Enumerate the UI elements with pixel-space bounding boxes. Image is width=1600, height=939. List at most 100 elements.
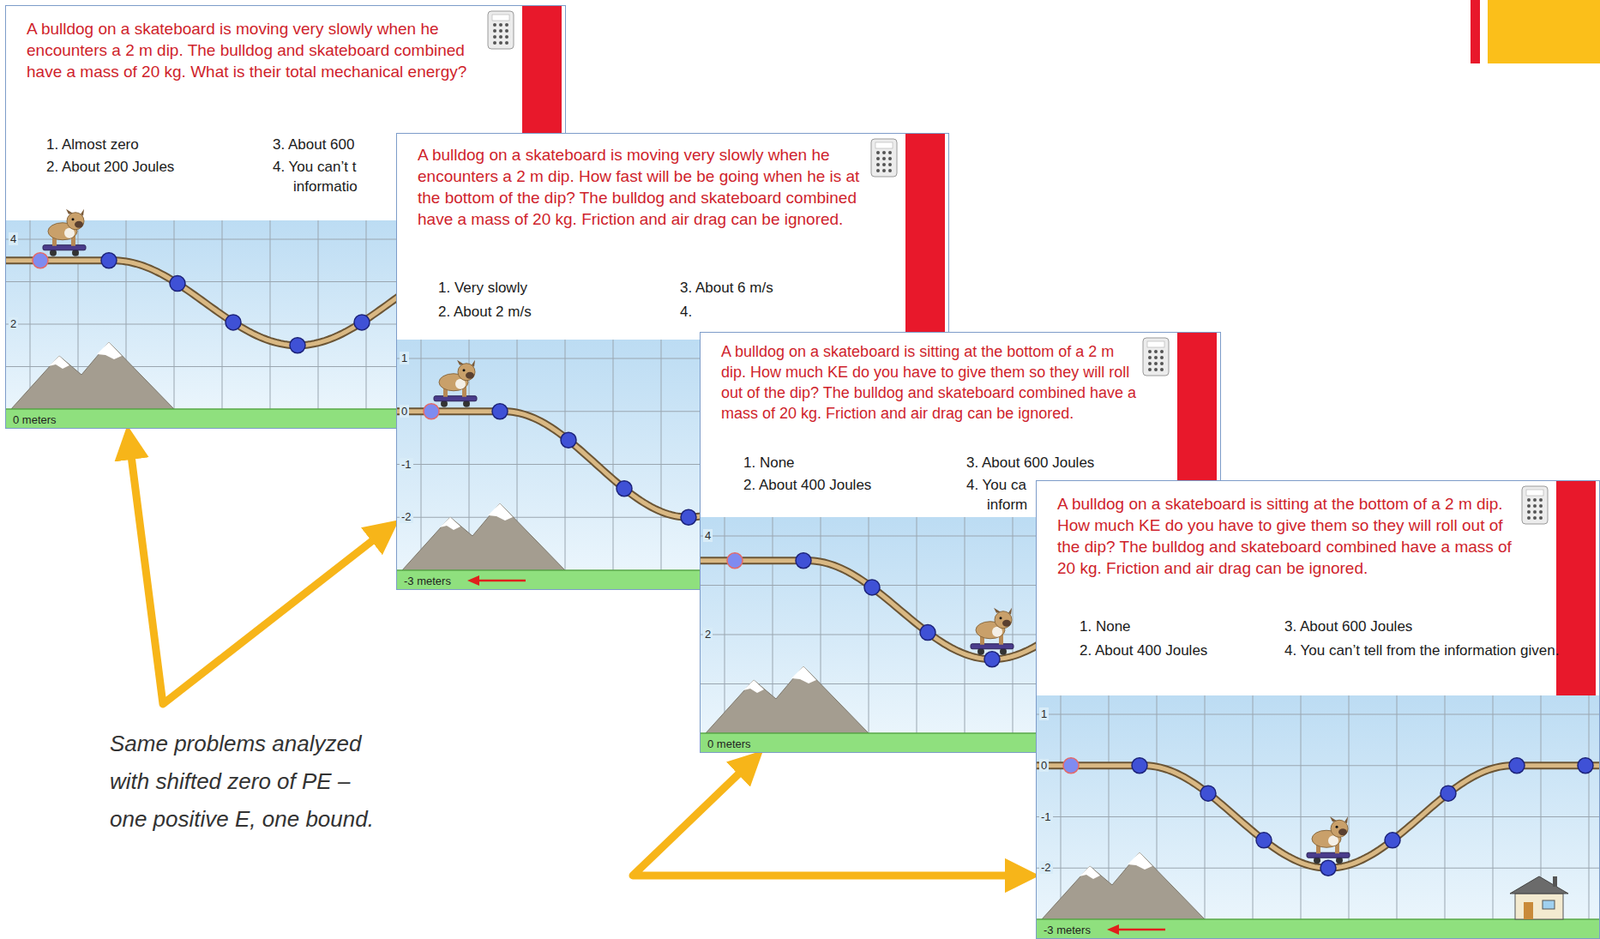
drawing-rect [1515,893,1564,920]
drawing-path [1344,816,1348,824]
drawing-line [174,220,175,410]
track-point [1509,757,1525,774]
drawing-rect [970,643,1014,650]
drawing-circle [1154,361,1158,366]
track-point [680,509,697,525]
drawing-circle [1148,355,1152,360]
drawing-circle [1160,349,1164,354]
drawing-line [1036,714,1600,716]
drawing-polygon [791,666,817,684]
track-point [727,553,743,569]
drawing-circle [994,611,1012,629]
drawing-circle [876,156,880,161]
axis-number: 1 [399,351,410,365]
drawing-circle [493,23,497,27]
drawing-circle [1160,367,1164,372]
track-point [560,432,577,448]
drawing-line [565,339,566,571]
drawing-circle [1527,498,1531,502]
ground-height-label: 0 meters [707,737,752,751]
drawing-circle [1533,510,1537,514]
drawing-rect [487,11,514,49]
orange-double-arrow [130,445,384,704]
answer-option: 1. None [1079,616,1131,637]
drawing-polygon [1041,852,1205,920]
drawing-rect [492,14,510,21]
axis-number: -2 [399,510,414,524]
answer-option: 2. About 2 m/s [438,301,532,322]
drawing-circle [888,150,892,155]
clicker-icon [487,11,514,49]
drawing-circle [457,363,476,381]
drawing-line [1588,695,1590,920]
question-text: A bulldog on a skateboard is sitting at … [1057,493,1519,579]
track-point [225,314,241,331]
answer-option: 1. None [743,452,795,473]
drawing-rect [1526,489,1544,496]
drawing-circle [1533,498,1537,502]
bulldog-on-skateboard [42,209,86,257]
drawing-circle [876,150,880,155]
track-point [1256,832,1272,849]
answer-option: 1. Almost zero [46,134,139,155]
drawing-rect [42,245,86,251]
drawing-line [613,339,614,571]
drawing-circle [1330,819,1348,837]
yellow-tab [1487,0,1600,64]
drawing-polygon [1079,866,1101,879]
drawing-rect [871,138,897,177]
drawing-line [1396,695,1398,920]
grid [1036,695,1600,920]
drawing-circle [493,35,497,39]
drawing-circle [1533,504,1537,508]
drawing-circle [1160,361,1164,366]
ground-height-label: -3 meters [1043,923,1091,937]
red-side-bar [905,133,945,340]
answer-option: 3. About 600 Joules [966,452,1095,473]
drawing-circle [1539,516,1543,520]
drawing-line [1492,695,1494,920]
zero-shift-arrow [1106,924,1166,935]
drawing-line [1252,695,1254,920]
drawing-circle [888,156,892,161]
drawing-circle [888,168,892,173]
axis-number: 4 [8,232,19,246]
drawing-polygon [1509,876,1569,894]
drawing-path [1329,816,1337,822]
clicker-icon [1521,486,1548,524]
orange-double-arrow [632,764,1019,876]
drawing-circle [1335,825,1339,829]
red-side-bar [1556,481,1596,696]
drawing-circle [1527,504,1531,508]
drawing-line [1115,928,1166,932]
drawing-polygon [11,342,175,410]
drawing-circle [463,368,466,372]
axis-number: -1 [399,457,414,471]
drawing-circle [499,29,503,33]
axis-number: -1 [1039,810,1053,824]
drawing-path [66,209,73,215]
drawing-polygon [439,517,461,530]
drawing-line [1060,695,1062,920]
drawing-circle [882,168,886,173]
drawing-ellipse [1002,619,1011,627]
drawing-line [661,339,662,571]
drawing-polygon [1127,852,1153,870]
drawing-circle [888,162,892,167]
drawing-circle [66,212,85,230]
drawing-circle [876,168,880,173]
drawing-circle [505,41,509,45]
drawing-circle [1154,349,1158,354]
drawing-circle [499,23,503,27]
caption: Same problems analyzed with shifted zero… [109,724,393,838]
axis-number: 0 [1039,758,1049,772]
track [1036,765,1600,869]
track-point [1200,785,1216,801]
track-point [169,276,186,292]
drawing-polygon [705,666,869,734]
track-point [289,337,306,354]
axis-number: 2 [703,627,713,641]
drawing-polygon [402,503,566,571]
drawing-rect [875,142,893,149]
drawing-rect [1552,876,1558,887]
